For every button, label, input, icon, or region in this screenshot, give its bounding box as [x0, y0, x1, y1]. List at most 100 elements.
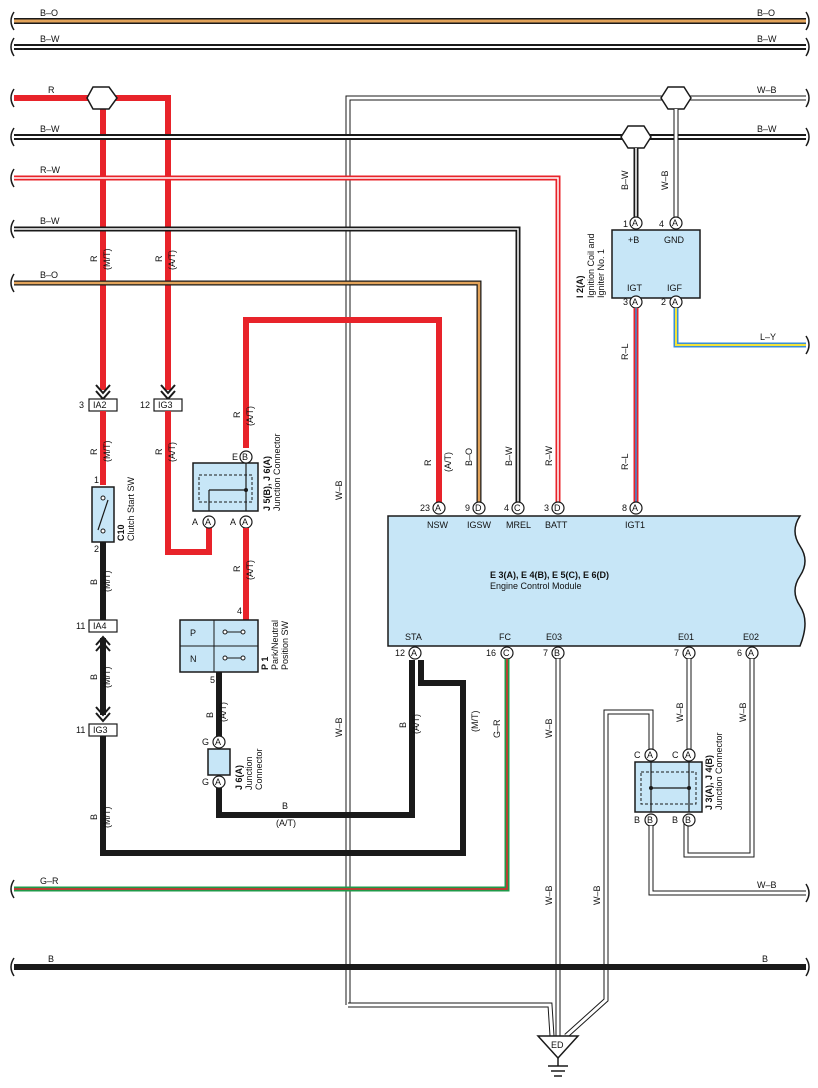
- wire-w-b-e03: W–B W–B: [544, 659, 561, 1036]
- wire-label: G–R: [492, 719, 502, 738]
- wire-label: B–W: [620, 170, 630, 190]
- component-id: J 3(A), J 4(B): [704, 755, 714, 810]
- pin-letter: C: [672, 750, 679, 760]
- wire-label: R: [48, 85, 55, 95]
- wire-label: B–W: [504, 446, 514, 466]
- component-name: Connector: [254, 748, 264, 790]
- pin-letter: D: [475, 503, 482, 513]
- pin-letter: A: [632, 218, 638, 228]
- wire-label: W–B: [738, 702, 748, 722]
- wire-qualifier: (A/T): [245, 406, 255, 426]
- pin-number: 7: [543, 648, 548, 658]
- pin-letter: B: [672, 815, 678, 825]
- wire-r-l-igt: R–L R–L: [620, 308, 639, 505]
- wire-r-p1: R (A/T) 4: [232, 528, 255, 620]
- pin-number: 1: [94, 475, 99, 485]
- pin-letter: D: [554, 503, 561, 513]
- wire-label: R–W: [544, 445, 554, 466]
- wire-label: W–B: [544, 718, 554, 738]
- pin-number: 23: [420, 503, 430, 513]
- wire-qualifier: (M/T): [102, 249, 112, 271]
- ecm-pin-e02: E02: [743, 632, 759, 642]
- pin-letter: A: [685, 750, 691, 760]
- connector-id: IA2: [93, 400, 107, 410]
- wire-label: B–W: [40, 124, 60, 134]
- pin-number: 12: [395, 648, 405, 658]
- splice-point: [660, 86, 692, 110]
- junction-j6-title: J 6(A) Junction Connector: [234, 748, 264, 790]
- wire-label: B–W: [40, 34, 60, 44]
- wire-label: W–B: [757, 880, 777, 890]
- ignition-igf-label: IGF: [667, 283, 683, 293]
- wire-qualifier: (A/T): [276, 818, 296, 828]
- wire-qualifier: (M/T): [470, 711, 480, 733]
- wire-r-junction: R (A/T): [154, 411, 212, 555]
- wire-label: R: [89, 255, 99, 262]
- pin-letter: A: [435, 503, 441, 513]
- wire-label: B–O: [464, 448, 474, 466]
- wire-label: B–W: [757, 34, 777, 44]
- wire-qualifier: (A/T): [245, 560, 255, 580]
- ecm-name: Engine Control Module: [490, 581, 582, 591]
- ecm-pin-igt1: IGT1: [625, 520, 645, 530]
- wire-qualifier: (M/T): [102, 441, 112, 463]
- component-id: I 2(A): [575, 275, 585, 298]
- ignition-coil-component: 1 A 4 A +B GND IGT IGF 3 A 2 A: [611, 216, 701, 309]
- wire-w-b-main: W–B: [345, 85, 810, 1005]
- pin-letter: A: [685, 648, 691, 658]
- component-id: P 1: [260, 657, 270, 670]
- component-name: Park/Neutral: [270, 620, 280, 670]
- pin-letter: C: [634, 750, 641, 760]
- pin-number: 12: [140, 400, 150, 410]
- pin-number: 16: [486, 648, 496, 658]
- pin-letter: B: [554, 648, 560, 658]
- pin-number: 4: [659, 219, 664, 229]
- wire-label: B: [762, 954, 768, 964]
- wire-r-top: R: [10, 85, 171, 390]
- pin-letter: A: [672, 297, 678, 307]
- wire-label: B–W: [757, 124, 777, 134]
- component-name: Clutch Start SW: [126, 476, 136, 541]
- wire-label: G–R: [40, 876, 59, 886]
- component-name: Position SW: [280, 620, 290, 670]
- pin-letter: C: [514, 503, 521, 513]
- pin-letter: A: [672, 218, 678, 228]
- component-id: J 6(A): [234, 765, 244, 790]
- wire-label: B–W: [40, 216, 60, 226]
- ignition-coil-title: I 2(A) Ignition Coil and Igniter No. 1: [575, 233, 606, 298]
- wire-label: W–B: [660, 170, 670, 190]
- wire-w-b-right: W–B: [648, 826, 810, 903]
- wire-qualifier: (A/T): [167, 250, 177, 270]
- junction-connector-j6: A G A G: [202, 735, 231, 789]
- wire-b-p1-j6: B (A/T): [205, 672, 228, 742]
- pin-number: 6: [737, 648, 742, 658]
- wire-label: R: [154, 255, 164, 262]
- connector-chevron: [95, 384, 176, 401]
- ecm-pin-nsw: NSW: [427, 520, 449, 530]
- junction-j5-title: J 5(B), J 6(A) Junction Connector: [262, 433, 282, 511]
- wire-label: W–B: [334, 480, 344, 500]
- wire-label: B–O: [40, 270, 58, 280]
- pin-letter: G: [202, 737, 209, 747]
- pin-letter: E: [232, 452, 238, 462]
- park-neutral-title: P 1 Park/Neutral Position SW: [260, 620, 290, 670]
- wire-w-b-ground-merge: [348, 1002, 555, 1037]
- wire-label: B: [89, 814, 99, 820]
- pin-number: 2: [94, 544, 99, 554]
- wire-label: B: [89, 674, 99, 680]
- wire-label: L–Y: [760, 332, 776, 342]
- pin-letter: B: [685, 815, 691, 825]
- ecm-pin-batt: BATT: [545, 520, 568, 530]
- pin-letter: A: [411, 648, 417, 658]
- wire-b-ia4-ig3: B (M/T): [89, 638, 112, 723]
- wire-b-clutch: B (M/T): [89, 542, 112, 620]
- wire-qualifier: (A/T): [443, 452, 453, 472]
- pin-letter: B: [647, 815, 653, 825]
- junction-connector-j5-j6: B E A A A A: [192, 450, 259, 529]
- component-name: Ignition Coil and: [586, 233, 596, 298]
- wire-r-nsw: R (A/T): [243, 317, 453, 505]
- pin-letter: A: [230, 517, 236, 527]
- wire-label: W–B: [544, 885, 554, 905]
- switch-n-label: N: [190, 654, 197, 664]
- wire-label: W–B: [334, 717, 344, 737]
